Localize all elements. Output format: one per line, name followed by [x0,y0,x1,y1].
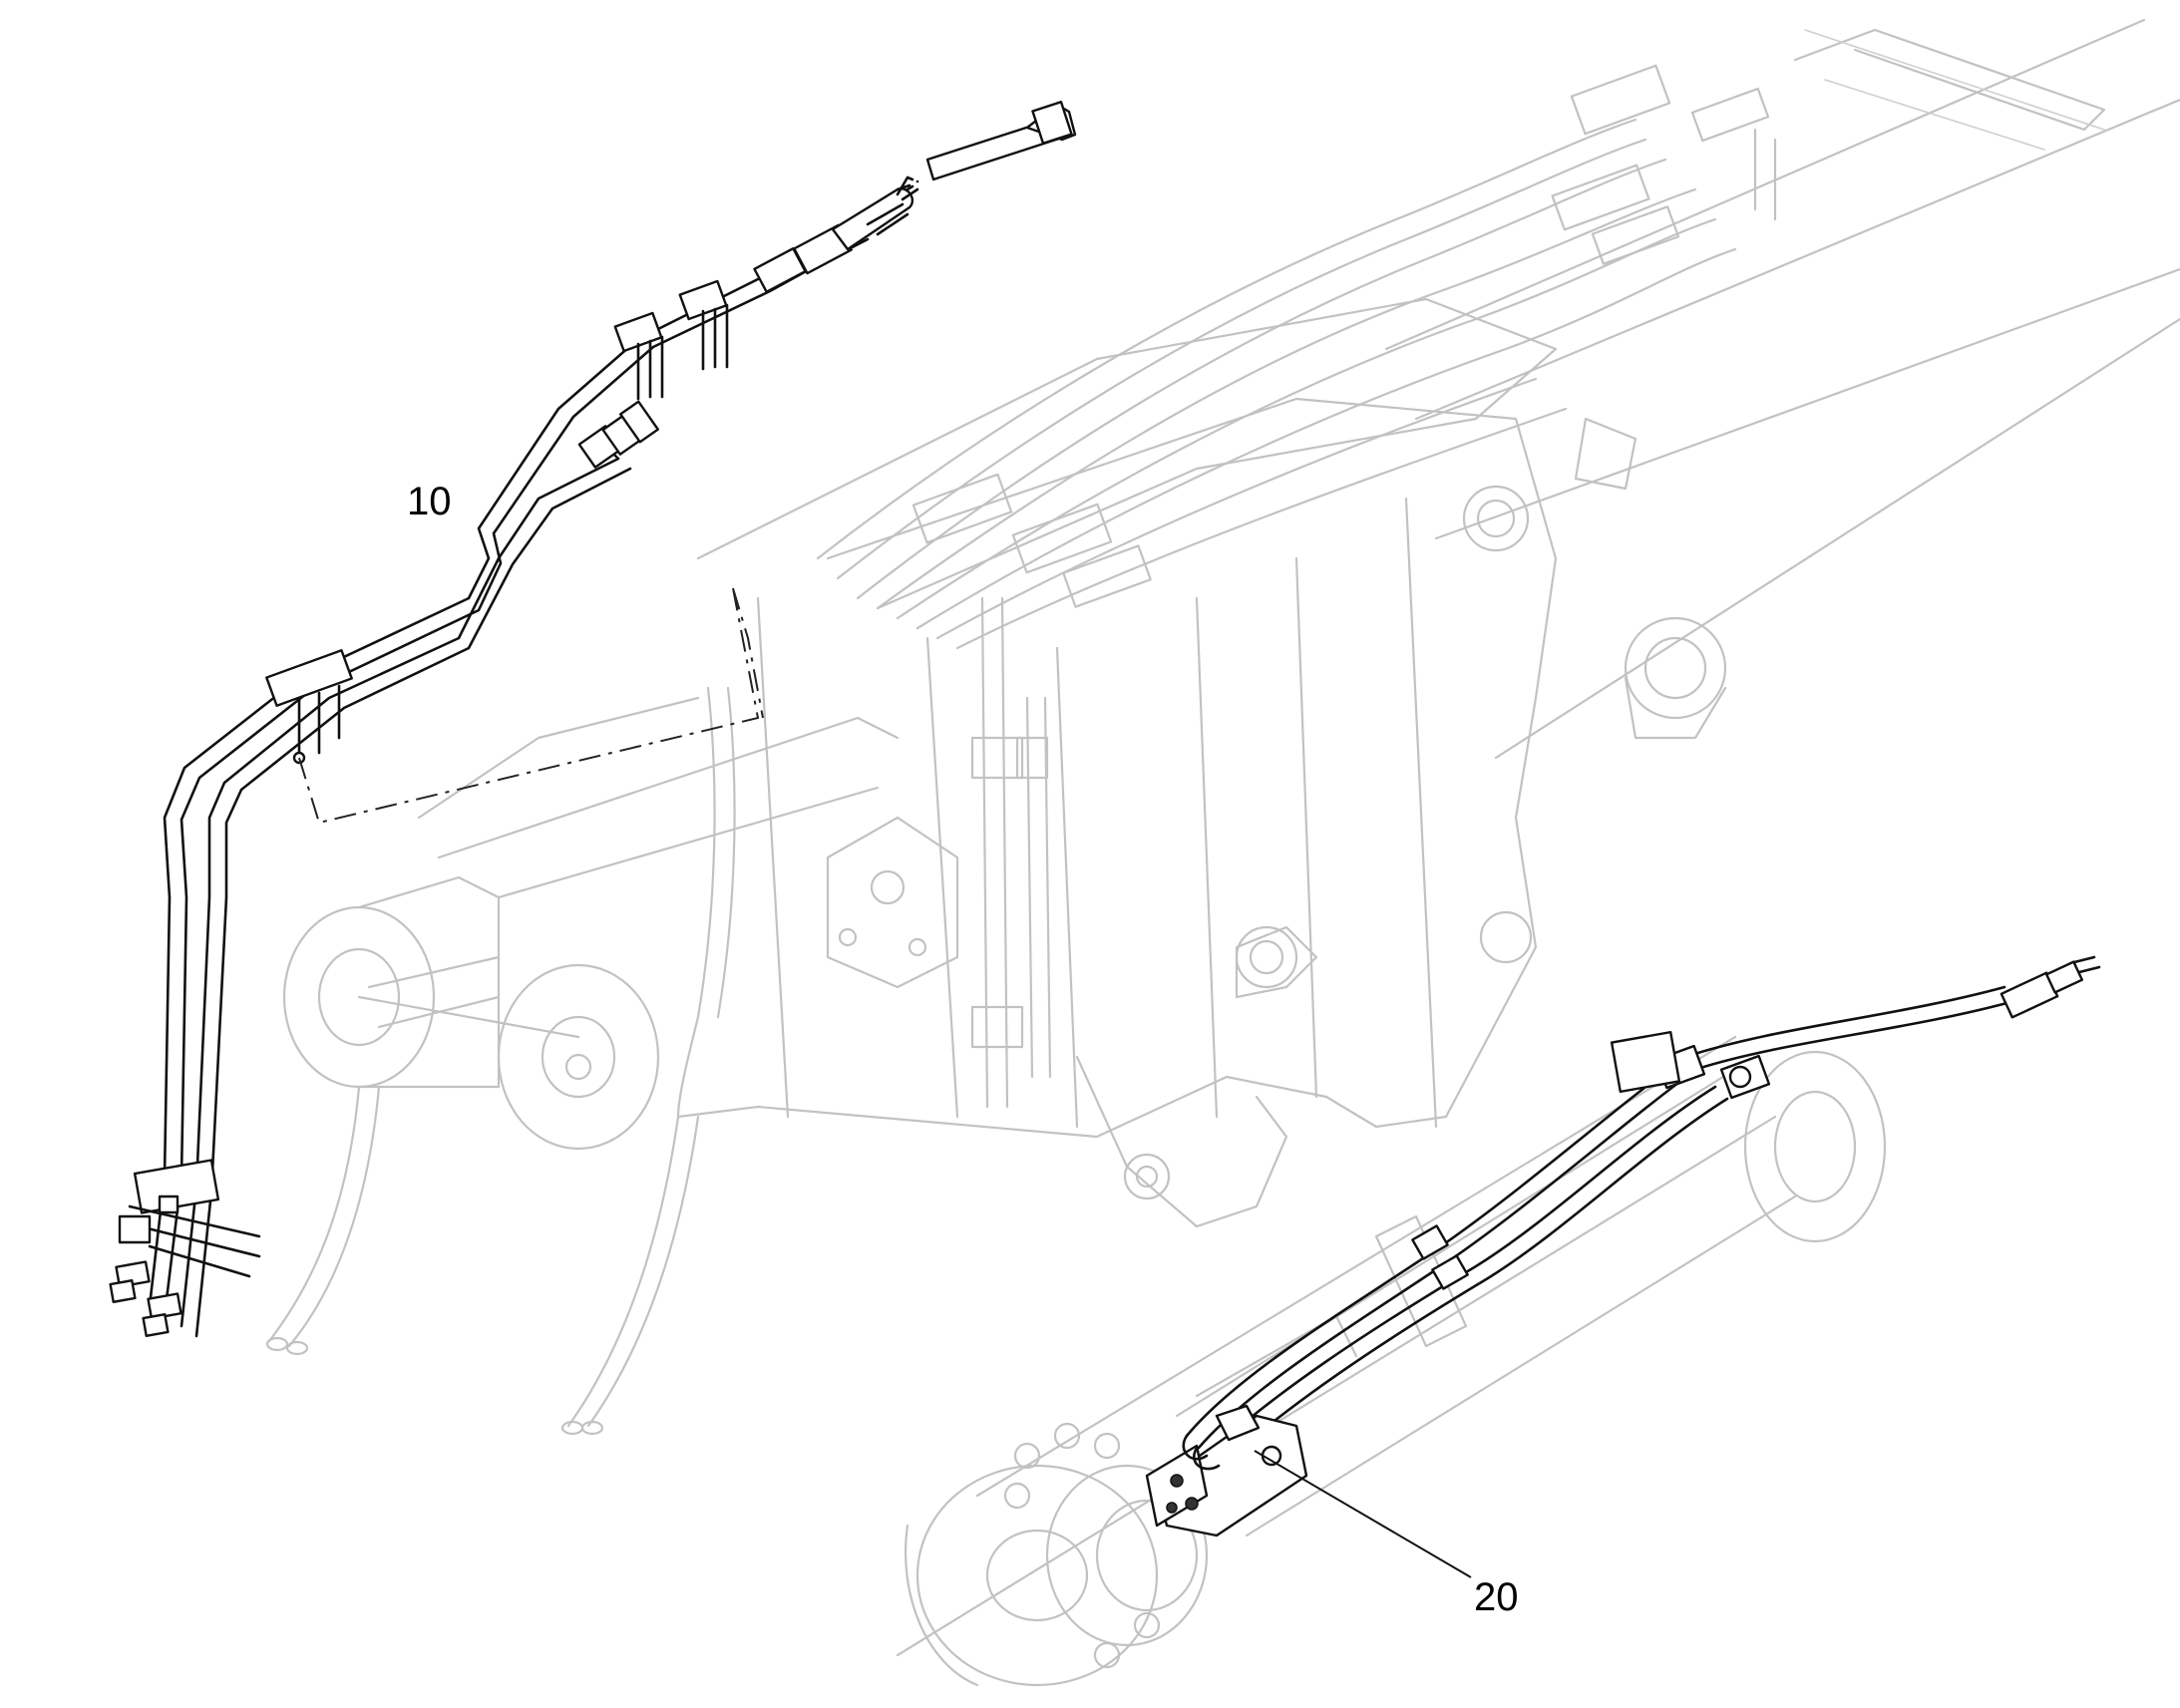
callout-label-20: 20 [1474,1575,1519,1619]
callout-20: 20 [1254,1450,1519,1619]
valve-assembly-20 [1145,955,2101,1537]
boom-cylinder-ghost [896,1035,1887,1687]
callout-label-10: 10 [407,480,452,523]
callout-10: 10 [407,480,452,523]
boom-structure-ghost [265,18,2180,1436]
installation-guide-line [298,587,764,825]
pipe-assembly-10 [109,100,1077,1338]
leader-line-20 [1254,1450,1472,1578]
